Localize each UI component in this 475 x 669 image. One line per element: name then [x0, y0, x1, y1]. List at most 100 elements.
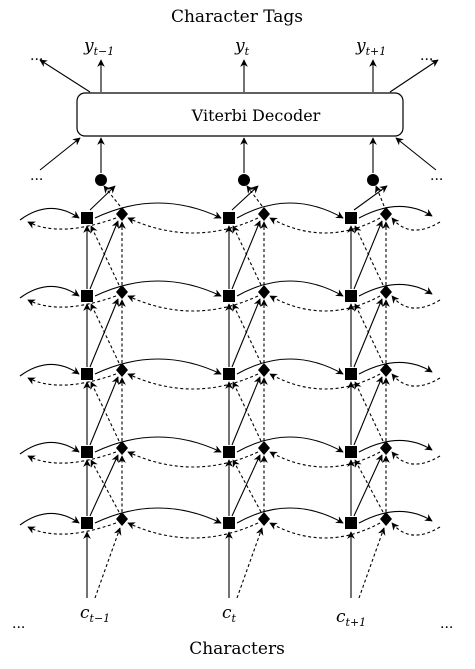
- forward-lstm-node: [345, 368, 357, 380]
- edge-square-to-diamond: [353, 220, 383, 290]
- edge-forward-recurrent: [236, 358, 344, 375]
- backward-lstm-node: [116, 285, 128, 299]
- edge-forward-recurrent: [19, 285, 80, 299]
- edge-forward-recurrent: [236, 202, 344, 219]
- input-label-subscript: t: [232, 612, 237, 625]
- edge-backward-recurrent: [127, 522, 259, 539]
- edge-forward-recurrent: [358, 361, 433, 375]
- edges-group: [19, 59, 441, 599]
- edge-square-to-readout: [353, 185, 388, 211]
- backward-lstm-node: [380, 207, 392, 221]
- viterbi-decoder-label: Viterbi Decoder: [191, 106, 321, 125]
- forward-lstm-node: [223, 446, 235, 458]
- forward-lstm-node: [223, 290, 235, 302]
- backward-lstm-node: [380, 441, 392, 455]
- backward-lstm-node: [380, 285, 392, 299]
- output-label-base: y: [83, 36, 94, 56]
- backward-lstm-node: [258, 512, 270, 526]
- readout-node: [95, 174, 107, 186]
- edge-backward-recurrent: [27, 295, 117, 308]
- edge-backward-recurrent: [27, 373, 117, 386]
- ellipsis-label: ...: [430, 168, 443, 184]
- edge-forward-recurrent: [358, 439, 433, 453]
- edge-square-to-diamond: [353, 376, 383, 446]
- edge-backward-recurrent: [27, 451, 117, 464]
- output-label: yt+1: [355, 36, 386, 58]
- ellipsis-label: ...: [420, 48, 433, 64]
- edge-input-to-diamond: [358, 527, 386, 599]
- forward-lstm-node: [81, 446, 93, 458]
- edge-backward-recurrent: [127, 451, 259, 468]
- edge-diamond-to-readout: [246, 185, 263, 207]
- backward-lstm-node: [116, 363, 128, 377]
- backward-lstm-node: [380, 363, 392, 377]
- edge-forward-recurrent: [19, 207, 80, 221]
- edge-backward-recurrent: [269, 451, 381, 468]
- edge-square-to-diamond: [231, 220, 261, 290]
- edge-backward-recurrent: [391, 522, 441, 536]
- edge-backward-recurrent: [127, 373, 259, 390]
- edge-diamond-to-square: [90, 459, 120, 513]
- edge-backward-recurrent: [391, 295, 441, 309]
- backward-lstm-node: [116, 441, 128, 455]
- edge-diamond-to-readout: [103, 185, 121, 207]
- edge-forward-recurrent: [19, 441, 80, 455]
- input-label: ct: [222, 603, 237, 625]
- backward-lstm-node: [116, 207, 128, 221]
- forward-lstm-node: [81, 368, 93, 380]
- input-label: ct+1: [336, 607, 366, 629]
- output-label-base: y: [234, 36, 245, 56]
- edge-forward-recurrent: [19, 363, 80, 377]
- edge-square-to-diamond: [231, 376, 261, 446]
- input-label-subscript: t−1: [90, 612, 111, 625]
- edge-forward-recurrent: [94, 358, 222, 375]
- input-label-base: c: [222, 603, 232, 623]
- ellipsis-label: ...: [30, 48, 43, 64]
- output-label: yt: [234, 36, 250, 58]
- output-label-subscript: t−1: [94, 45, 115, 58]
- edge-forward-recurrent: [358, 510, 433, 524]
- edge-forward-recurrent: [94, 280, 222, 297]
- edge-input-to-diamond: [94, 527, 122, 599]
- forward-lstm-node: [81, 212, 93, 224]
- output-label-subscript: t: [245, 45, 250, 58]
- edge-backward-recurrent: [269, 217, 381, 234]
- edge-square-to-diamond: [353, 454, 383, 517]
- output-label-subscript: t+1: [366, 45, 387, 58]
- edge-diamond-to-square: [232, 459, 262, 513]
- forward-lstm-node: [345, 446, 357, 458]
- backward-lstm-node: [380, 512, 392, 526]
- edge-forward-recurrent: [19, 512, 80, 526]
- backward-lstm-node: [258, 441, 270, 455]
- edge-backward-recurrent: [269, 295, 381, 312]
- edge-backward-recurrent: [269, 522, 381, 539]
- edge-diamond-to-readout: [374, 185, 385, 207]
- forward-lstm-node: [223, 517, 235, 529]
- output-label-base: y: [355, 36, 366, 56]
- edge-square-to-readout: [231, 185, 259, 211]
- forward-lstm-node: [223, 368, 235, 380]
- edge-forward-recurrent: [94, 202, 222, 219]
- edge-forward-recurrent: [94, 436, 222, 453]
- edge-diamond-to-square: [354, 459, 384, 513]
- edge-decoder-to-next-output: [389, 59, 439, 93]
- edge-forward-recurrent: [94, 507, 222, 524]
- input-label-base: c: [80, 603, 90, 623]
- input-label: ct−1: [80, 603, 110, 625]
- edge-backward-recurrent: [391, 373, 441, 387]
- edge-forward-recurrent: [236, 436, 344, 453]
- viterbi-decoder-box: [76, 92, 404, 137]
- ellipsis-label: ...: [12, 616, 25, 632]
- edge-backward-recurrent: [127, 295, 259, 312]
- forward-lstm-node: [345, 212, 357, 224]
- edge-forward-recurrent: [358, 283, 433, 297]
- backward-lstm-node: [258, 285, 270, 299]
- edge-forward-recurrent: [358, 205, 433, 219]
- ellipsis-label: ...: [440, 616, 453, 632]
- edge-square-to-diamond: [231, 454, 261, 517]
- edge-backward-recurrent: [27, 217, 117, 230]
- edge-backward-recurrent: [391, 217, 441, 231]
- edge-square-to-diamond: [89, 298, 119, 368]
